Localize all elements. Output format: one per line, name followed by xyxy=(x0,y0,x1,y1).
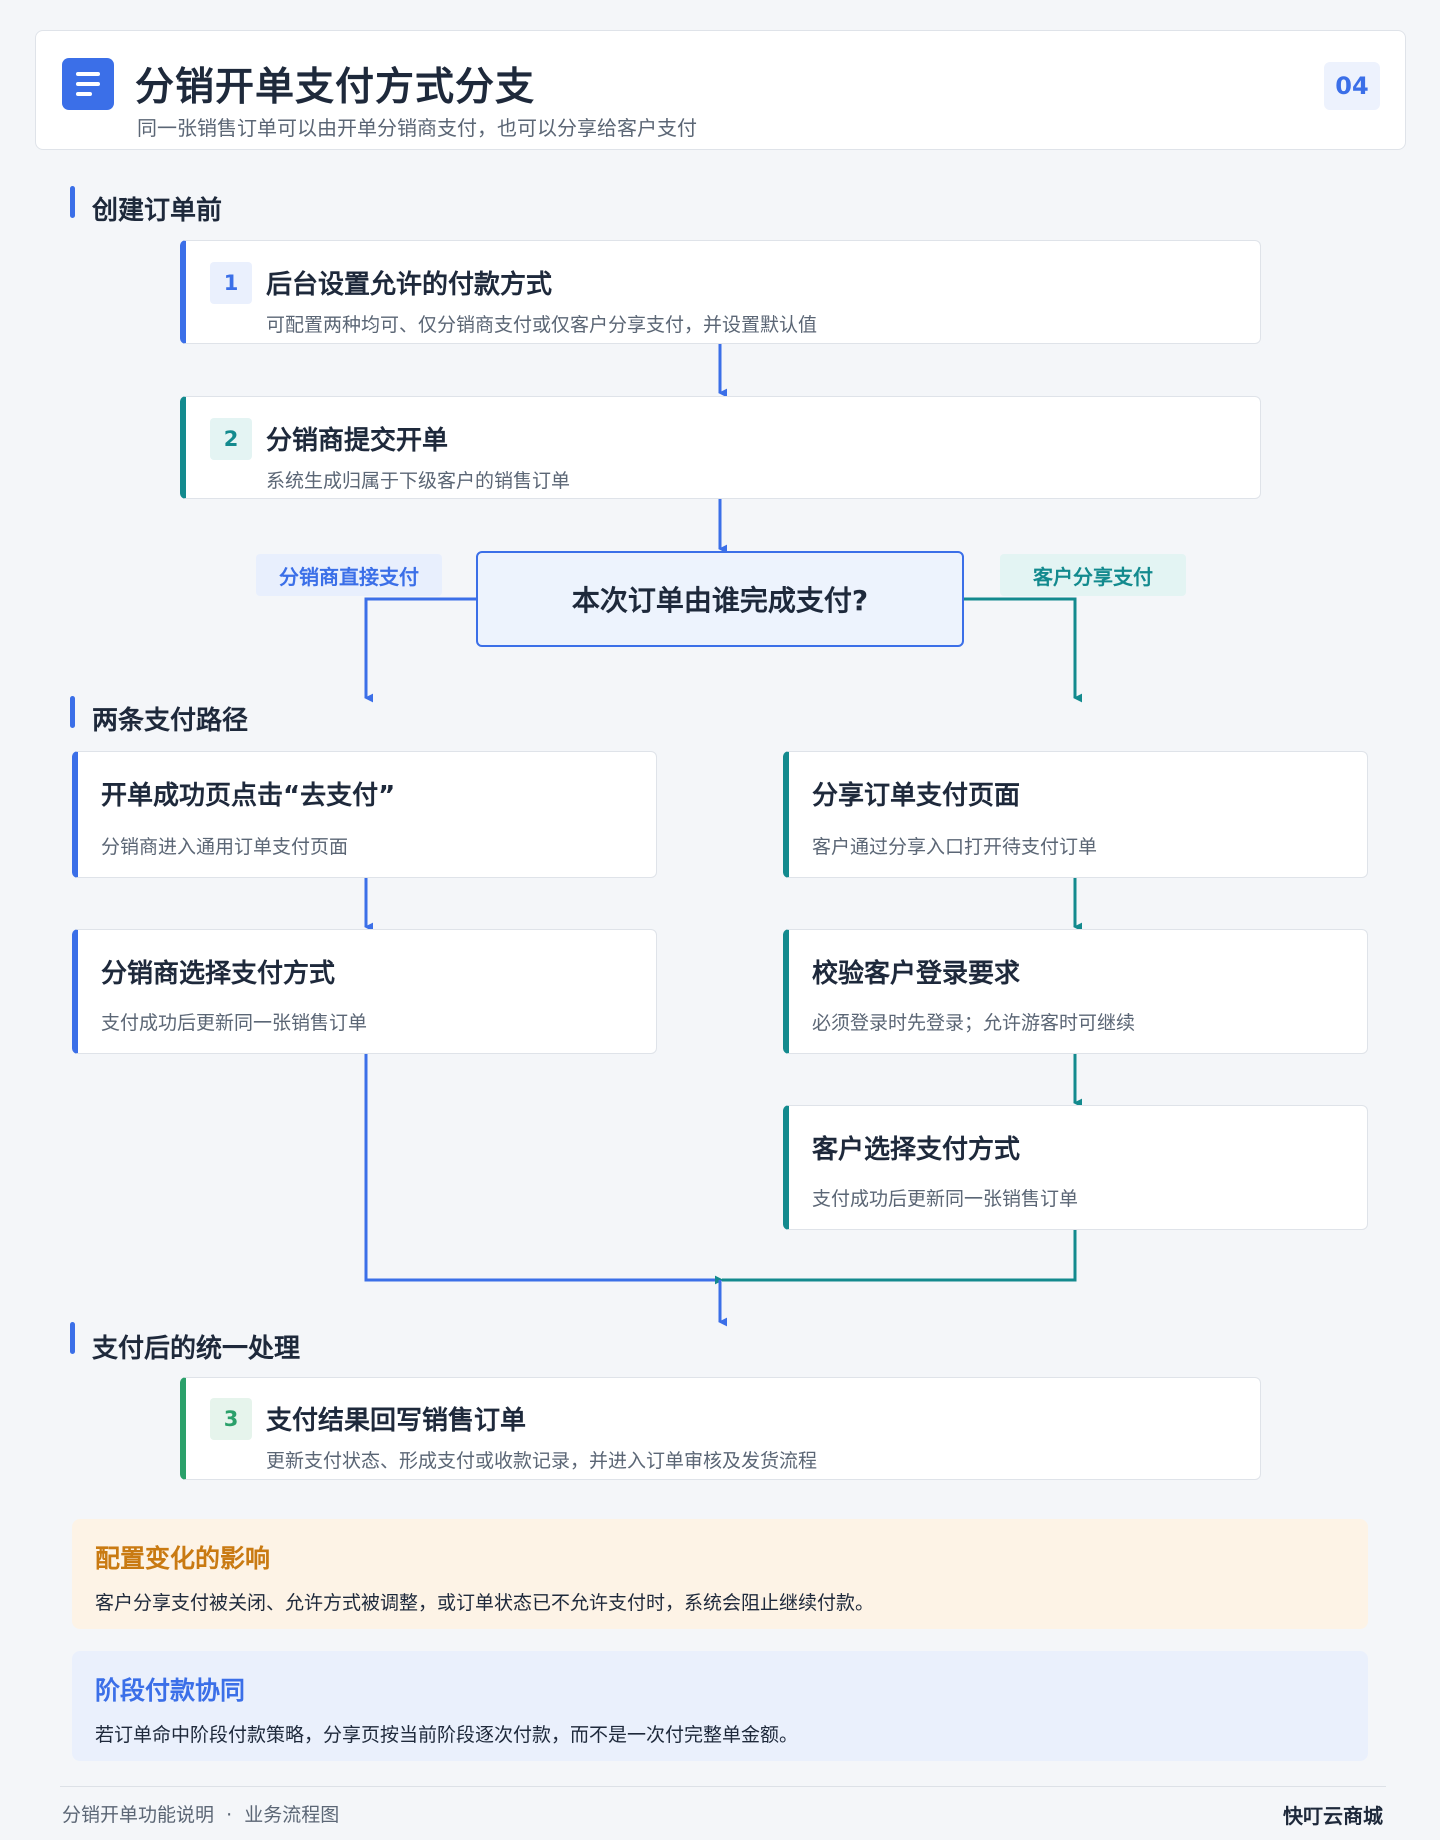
step-number-1: 1 xyxy=(210,262,252,304)
left-path-desc-2: 支付成功后更新同一张销售订单 xyxy=(101,1012,368,1034)
step-title-2: 分销商提交开单 xyxy=(266,426,449,456)
left-path-title-2: 分销商选择支付方式 xyxy=(101,959,336,989)
footer-caption: 分销开单功能说明 · 业务流程图 xyxy=(62,1804,340,1826)
step-desc-1: 可配置两种均可、仅分销商支付或仅客户分享支付，并设置默认值 xyxy=(266,314,818,336)
left-path-desc-1: 分销商进入通用订单支付页面 xyxy=(101,836,349,858)
step-title-3: 支付结果回写销售订单 xyxy=(266,1406,527,1436)
line-right-merge xyxy=(714,1230,1077,1285)
footer-brand: 快叮云商城 xyxy=(1283,1804,1383,1828)
right-path-title-2: 校验客户登录要求 xyxy=(812,959,1021,989)
branch-tag-customer: 客户分享支付 xyxy=(1000,554,1186,596)
line-left-merge xyxy=(364,1054,720,1282)
branch-tag-distributor: 分销商直接支付 xyxy=(256,554,442,596)
arrow-decision-to-left-path xyxy=(364,597,476,703)
note-config-impact xyxy=(72,1519,1368,1629)
step-card-1 xyxy=(180,240,1261,344)
right-path-card-2 xyxy=(783,929,1368,1054)
page-subtitle: 同一张销售订单可以由开单分销商支付，也可以分享给客户支付 xyxy=(137,116,697,140)
document-list-icon xyxy=(62,58,114,110)
left-path-card-2 xyxy=(72,929,657,1054)
section-title-after-payment: 支付后的统一处理 xyxy=(92,1334,301,1364)
right-path-title-1: 分享订单支付页面 xyxy=(812,781,1021,811)
note-staged-payment xyxy=(72,1651,1368,1761)
left-path-card-1 xyxy=(72,751,657,878)
right-path-desc-3: 支付成功后更新同一张销售订单 xyxy=(812,1188,1079,1210)
right-path-title-3: 客户选择支付方式 xyxy=(812,1135,1021,1165)
note-config-impact-text: 客户分享支付被关闭、允许方式被调整，或订单状态已不允许支付时，系统会阻止继续付款… xyxy=(95,1592,875,1614)
right-path-card-1 xyxy=(783,751,1368,878)
header-card xyxy=(35,30,1406,150)
note-staged-payment-title: 阶段付款协同 xyxy=(95,1676,246,1705)
arrow-decision-to-right-path xyxy=(964,597,1083,703)
right-path-desc-1: 客户通过分享入口打开待支付订单 xyxy=(812,836,1098,858)
note-staged-payment-text: 若订单命中阶段付款策略，分享页按当前阶段逐次付款，而不是一次付完整单金额。 xyxy=(95,1724,799,1746)
step-desc-2: 系统生成归属于下级客户的销售订单 xyxy=(266,470,571,492)
right-path-card-3 xyxy=(783,1105,1368,1230)
left-path-title-1: 开单成功页点击“去支付” xyxy=(101,781,396,811)
section-marker xyxy=(70,696,75,728)
step-card-2 xyxy=(180,396,1261,499)
decision-box: 本次订单由谁完成支付? xyxy=(476,551,964,647)
page-title: 分销开单支付方式分支 xyxy=(135,65,536,110)
step-card-3 xyxy=(180,1377,1261,1480)
section-title-before-order: 创建订单前 xyxy=(92,196,223,226)
right-path-desc-2: 必须登录时先登录；允许游客时可继续 xyxy=(812,1012,1136,1034)
page-number-badge: 04 xyxy=(1324,62,1380,110)
step-number-2: 2 xyxy=(210,418,252,460)
note-config-impact-title: 配置变化的影响 xyxy=(95,1544,271,1573)
section-marker xyxy=(70,186,75,218)
step-title-1: 后台设置允许的付款方式 xyxy=(266,270,553,300)
section-marker xyxy=(70,1322,75,1354)
step-number-3: 3 xyxy=(210,1398,252,1440)
step-desc-3: 更新支付状态、形成支付或收款记录，并进入订单审核及发货流程 xyxy=(266,1450,818,1472)
section-title-payment-paths: 两条支付路径 xyxy=(92,706,249,736)
footer-divider xyxy=(60,1786,1386,1787)
